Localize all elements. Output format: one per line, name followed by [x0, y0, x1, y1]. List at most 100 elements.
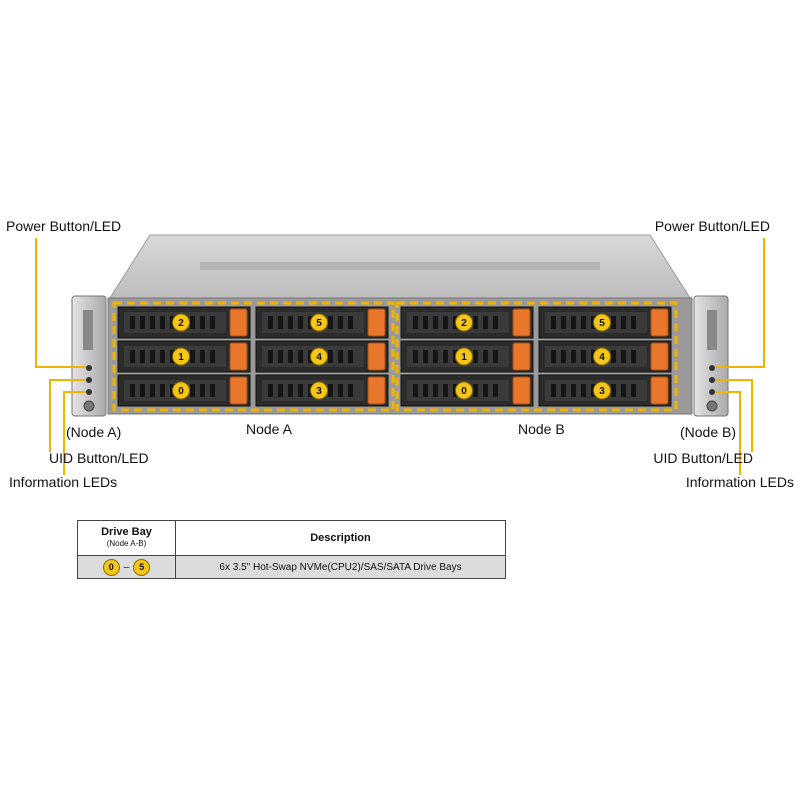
node-a-outline	[112, 301, 395, 412]
vent-slot	[160, 350, 165, 363]
bay-number-badge	[455, 381, 473, 400]
vent-slot	[190, 350, 195, 363]
vent-slot	[561, 350, 566, 363]
bay-number: 1	[461, 352, 467, 363]
vent-slot	[473, 316, 478, 329]
vent-slot	[268, 350, 273, 363]
drive-release-latch	[229, 308, 248, 337]
node-b-drive-bays: 2 5 1 4 0 3	[400, 306, 672, 407]
information-leds-label-left: Information LEDs	[9, 474, 118, 490]
vent-slot	[278, 384, 283, 397]
drive-bay[interactable]: 5	[538, 306, 672, 339]
drive-bay[interactable]: 4	[255, 340, 389, 373]
vent-slot	[581, 384, 586, 397]
vent-slot	[348, 384, 353, 397]
vent-slot	[298, 316, 303, 329]
drive-bay[interactable]: 3	[255, 374, 389, 407]
bay-range-cell: 0–5	[77, 555, 176, 579]
table-header-row: Drive Bay (Node A-B) Description	[77, 520, 506, 556]
drive-bay[interactable]: 4	[538, 340, 672, 373]
bay-number-badge	[310, 347, 328, 366]
vent-slot	[140, 384, 145, 397]
drive-release-latch	[367, 376, 386, 405]
vent-slot	[288, 350, 293, 363]
vent-slot	[140, 350, 145, 363]
drive-release-latch	[229, 342, 248, 371]
vent-slot	[190, 384, 195, 397]
power-button-led-label-right: Power Button/LED	[654, 218, 770, 234]
vent-slot	[200, 350, 205, 363]
vent-slot	[433, 384, 438, 397]
vent-slot	[443, 316, 448, 329]
drive-bay[interactable]: 1	[117, 340, 251, 373]
chassis-vent	[200, 262, 600, 270]
vent-slot	[611, 350, 616, 363]
vent-slot	[581, 350, 586, 363]
table-row: 0–5 6x 3.5" Hot-Swap NVMe(CPU2)/SAS/SATA…	[77, 555, 506, 579]
uid-button-led-label-left: UID Button/LED	[49, 450, 149, 466]
drive-bay-table: Drive Bay (Node A-B) Description 0–5 6x …	[77, 520, 506, 579]
drive-bay-header-title: Drive Bay	[101, 526, 152, 538]
vent-slot	[561, 384, 566, 397]
drive-release-latch	[650, 376, 669, 405]
vent-slot	[493, 350, 498, 363]
vent-slot	[561, 316, 566, 329]
bay-number: 5	[599, 318, 605, 329]
bay-number: 4	[316, 352, 322, 363]
description-cell: 6x 3.5" Hot-Swap NVMe(CPU2)/SAS/SATA Dri…	[175, 555, 506, 579]
bay-number-badge	[172, 347, 190, 366]
vent-slot	[551, 316, 556, 329]
drive-bay[interactable]: 2	[400, 306, 534, 339]
vent-slot	[338, 384, 343, 397]
bay-number: 0	[178, 386, 184, 397]
vent-slot	[423, 384, 428, 397]
vent-slot	[200, 384, 205, 397]
vent-slot	[338, 350, 343, 363]
vent-slot	[483, 384, 488, 397]
bay-number: 3	[599, 386, 605, 397]
bay-number-badge	[593, 381, 611, 400]
vent-slot	[190, 316, 195, 329]
vent-slot	[298, 384, 303, 397]
vent-slot	[160, 316, 165, 329]
vent-slot	[338, 316, 343, 329]
vent-slot	[611, 316, 616, 329]
node-b-label: Node B	[518, 421, 565, 437]
drive-release-latch	[512, 342, 531, 371]
vent-slot	[483, 316, 488, 329]
drive-bay[interactable]: 0	[117, 374, 251, 407]
vent-slot	[621, 350, 626, 363]
vent-slot	[160, 384, 165, 397]
drive-bay[interactable]: 0	[400, 374, 534, 407]
bay-badge-to: 5	[133, 558, 151, 576]
vent-slot	[328, 384, 333, 397]
vent-slot	[413, 316, 418, 329]
vent-slot	[621, 316, 626, 329]
node-a-paren-label: (Node A)	[66, 424, 122, 440]
vent-slot	[288, 384, 293, 397]
vent-slot	[631, 384, 636, 397]
bay-badge-from: 0	[102, 558, 120, 576]
range-dash: –	[123, 561, 130, 573]
drive-bay[interactable]: 5	[255, 306, 389, 339]
vent-slot	[200, 316, 205, 329]
vent-slot	[433, 350, 438, 363]
drive-bay[interactable]: 1	[400, 340, 534, 373]
vent-slot	[348, 350, 353, 363]
drive-bay[interactable]: 3	[538, 374, 672, 407]
bay-number: 4	[599, 352, 605, 363]
vent-slot	[551, 350, 556, 363]
vent-slot	[130, 384, 135, 397]
drive-release-latch	[512, 376, 531, 405]
callouts-left	[35, 238, 86, 475]
drive-bay[interactable]: 2	[117, 306, 251, 339]
bay-number-badge	[172, 313, 190, 332]
vent-slot	[210, 316, 215, 329]
vent-slot	[483, 350, 488, 363]
drive-release-latch	[512, 308, 531, 337]
rack-ear-left	[71, 295, 107, 417]
vent-slot	[328, 316, 333, 329]
drive-release-latch	[367, 342, 386, 371]
